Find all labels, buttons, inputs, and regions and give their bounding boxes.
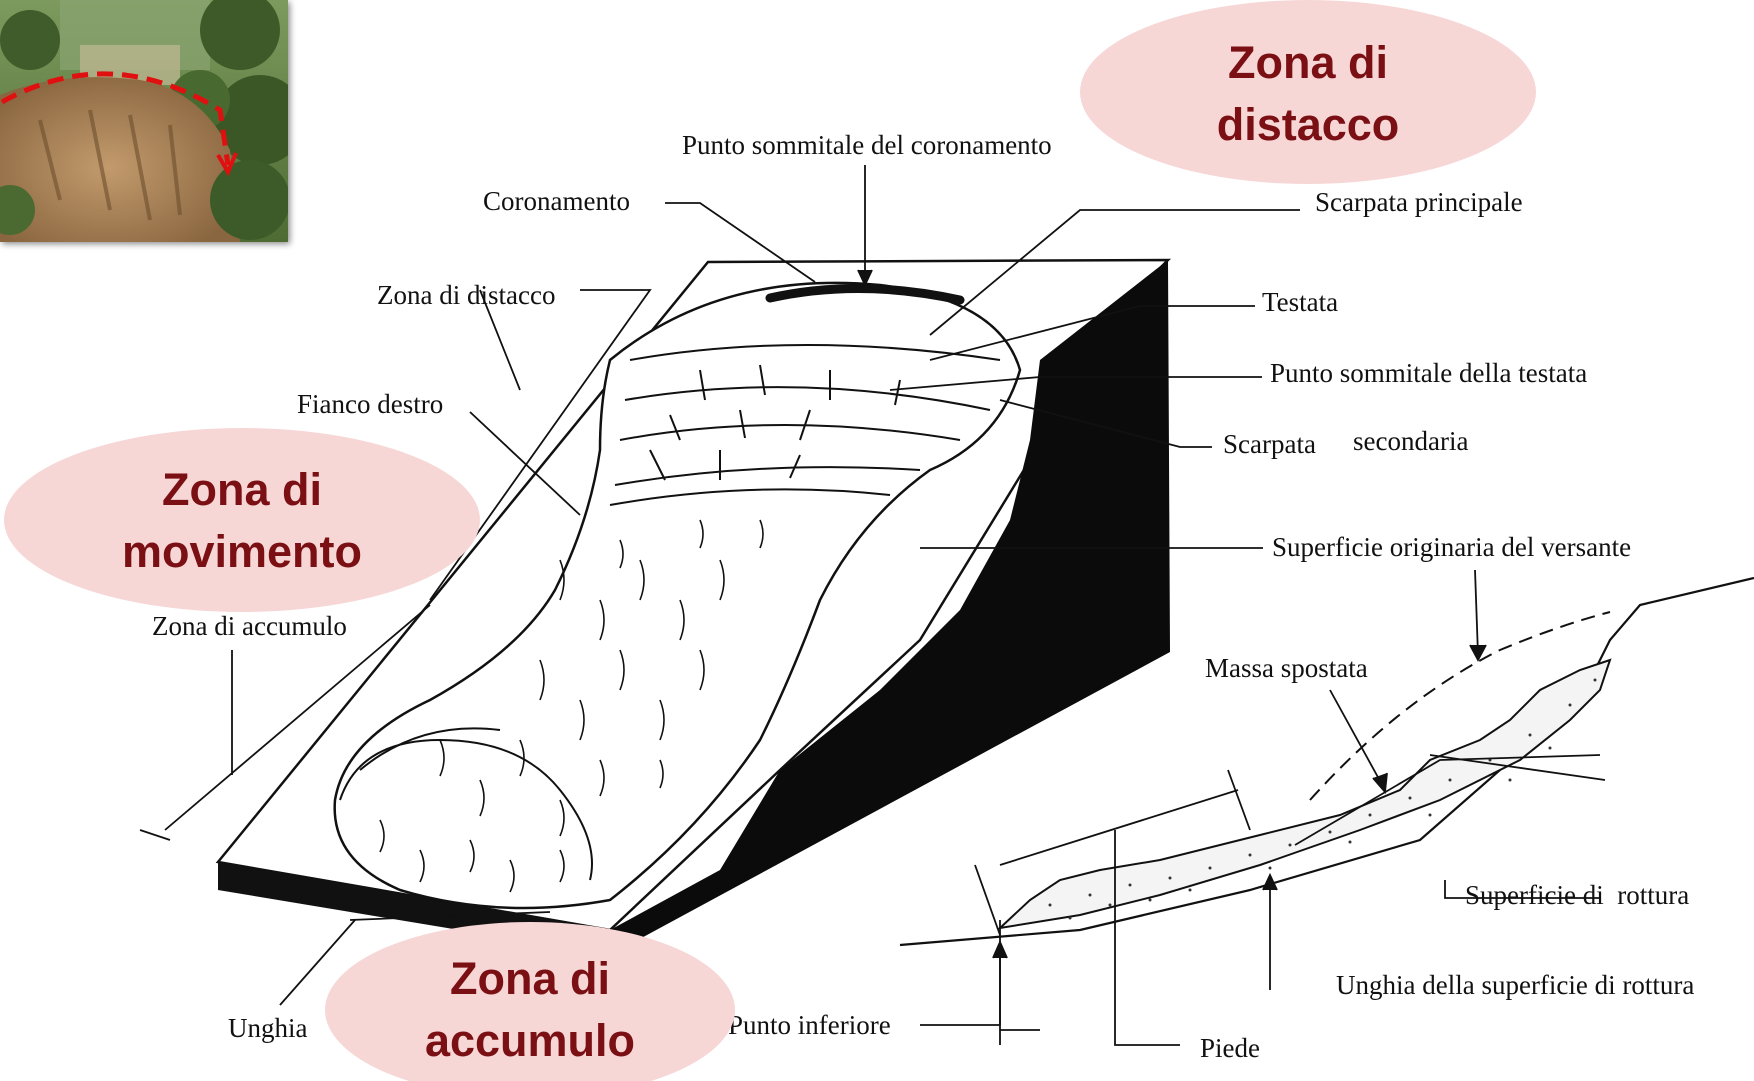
zone-movimento-line1: Zona di xyxy=(162,464,322,515)
zone-movimento-line2: movimento xyxy=(122,526,362,577)
label-coronamento: Coronamento xyxy=(483,186,630,216)
label-punto-inferiore: Punto inferiore xyxy=(728,1010,891,1040)
zone-distacco-line2: distacco xyxy=(1217,99,1400,150)
label-zona-di-distacco: Zona di distacco xyxy=(377,280,555,310)
label-punto-sommitale-testata: Punto sommitale della testata xyxy=(1270,358,1587,388)
label-punto-sommitale-coronamento: Punto sommitale del coronamento xyxy=(682,130,1052,160)
label-scarpata-principale: Scarpata principale xyxy=(1315,187,1523,217)
zone-distacco-line1: Zona di xyxy=(1228,37,1388,88)
block-diagram xyxy=(218,260,1170,955)
label-testata: Testata xyxy=(1262,287,1338,317)
zone-movimento-bubble: Zona di movimento xyxy=(4,428,480,612)
zone-accumulo-line1: Zona di xyxy=(450,953,610,1004)
zone-distacco-bubble: Zona di distacco xyxy=(1080,0,1536,184)
label-scarpata: Scarpata xyxy=(1223,429,1316,459)
label-zona-di-accumulo: Zona di accumulo xyxy=(152,611,347,641)
label-superficie-di-rottura: Superficie di rottura xyxy=(1465,880,1689,910)
zone-accumulo-bubble: Zona di accumulo xyxy=(325,922,735,1081)
label-secondaria: secondaria xyxy=(1353,426,1468,456)
label-superficie-originaria: Superficie originaria del versante xyxy=(1272,532,1631,562)
label-massa-spostata: Massa spostata xyxy=(1205,653,1368,683)
label-unghia: Unghia xyxy=(228,1013,308,1043)
zone-accumulo-line2: accumulo xyxy=(425,1015,635,1066)
label-fianco-destro: Fianco destro xyxy=(297,389,443,419)
label-piede: Piede xyxy=(1200,1033,1260,1063)
label-unghia-superficie-rottura: Unghia della superficie di rottura xyxy=(1336,970,1694,1000)
